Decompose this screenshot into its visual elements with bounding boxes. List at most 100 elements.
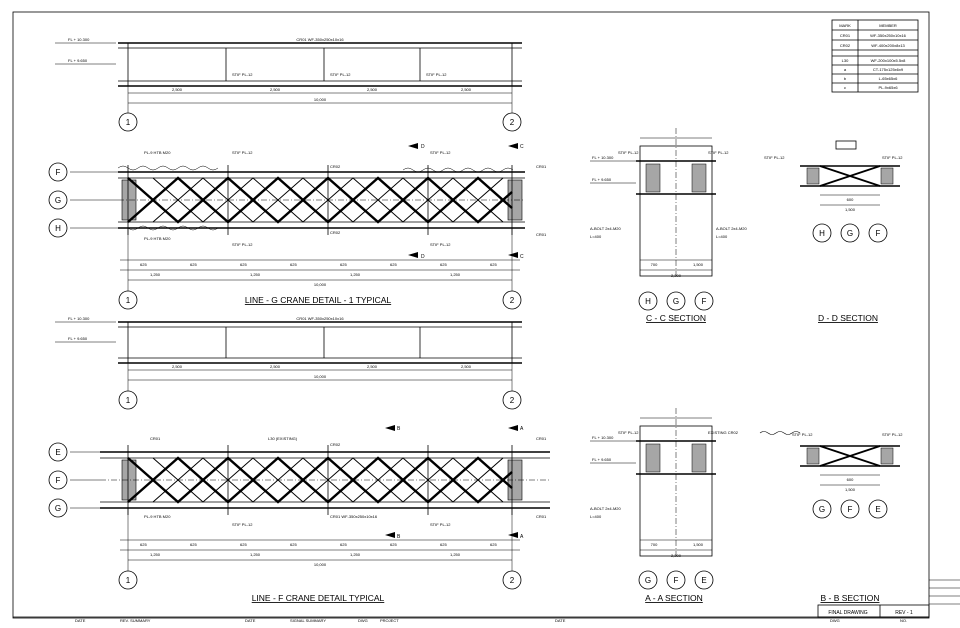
cr01-label: CR01: [150, 436, 161, 441]
fpl-label: PL-9 HTB M20: [144, 514, 171, 519]
dim-sub: 625: [290, 262, 297, 267]
dim-sub: 1,250: [250, 552, 261, 557]
table-mark: b: [844, 76, 847, 81]
table-member: WF-350x250x10x16: [870, 33, 907, 38]
dim-sub: 625: [240, 542, 247, 547]
grid-bubble: F: [56, 168, 61, 177]
beam-label: CR01 WF-350x250x10x16: [296, 37, 344, 42]
plan-g: PL-9 HTB M20 STIF PL-12 CR02 STIF PL-12 …: [48, 143, 547, 310]
tb-col: NO.: [900, 618, 907, 623]
table-header-mark: MARK: [839, 23, 851, 28]
bolt-label: A-BOLT 2x4-M20: [590, 226, 622, 231]
tb-col: PROJECT: [380, 618, 399, 623]
stif-label: STIF PL-12: [232, 150, 253, 155]
fl-low: FL + 9.650: [68, 336, 88, 341]
fl-low: FL + 9.650: [592, 177, 612, 182]
dim-sub: 625: [140, 262, 147, 267]
bolt-len: L=400: [590, 234, 602, 239]
grid-bubble: 1: [126, 118, 131, 127]
dim-width: 700: [651, 262, 658, 267]
fpl-label: PL-9 HTB M20: [144, 236, 171, 241]
tb-col: REV. SUMMARY: [120, 618, 151, 623]
fl-top: FL + 10.300: [592, 155, 614, 160]
table-mark: CR02: [840, 43, 851, 48]
section-marker-d: D: [421, 254, 425, 260]
section-marker-b: B: [397, 426, 401, 432]
table-member: PL-9x65x6: [878, 85, 898, 90]
grid-bubble: H: [55, 224, 61, 233]
grid-bubble: G: [847, 229, 853, 238]
fl-top: FL + 10.300: [68, 316, 90, 321]
stif-label: STIF PL-12: [430, 242, 451, 247]
tb-col: SIGNAL SUMMARY: [290, 618, 326, 623]
stif-label: STIF PL-12: [764, 155, 785, 160]
grid-bubble: G: [819, 505, 825, 514]
fl-low: FL + 9.650: [592, 457, 612, 462]
stif-label: STIF PL-12: [232, 72, 253, 77]
dim-sub: 625: [490, 262, 497, 267]
fl-top: FL + 10.300: [592, 435, 614, 440]
grid-bubble: 2: [510, 576, 515, 585]
bolt-len: L=400: [590, 514, 602, 519]
grid-bubble: G: [55, 504, 61, 513]
stif-label: STIF PL-12: [882, 432, 903, 437]
grid-bubble: 2: [510, 118, 515, 127]
dim-width: 600: [847, 477, 854, 482]
grid-bubble: G: [673, 297, 679, 306]
stif-label: STIF PL-12: [430, 522, 451, 527]
dim-seg: 2,500: [461, 87, 472, 92]
grid-bubble: H: [819, 229, 825, 238]
table-mark: CR01: [840, 33, 851, 38]
table-member: L-65x65x6: [879, 76, 898, 81]
grid-bubble: 1: [126, 396, 131, 405]
section-dd: STIF PL-12 STIF PL-12 600 1,500 H G F D …: [764, 140, 903, 323]
grid-bubble: 2: [510, 396, 515, 405]
stif-label: STIF PL-12: [618, 150, 639, 155]
fpl-label: PL-9 HTB M20: [144, 150, 171, 155]
dim-total: 2,200: [671, 273, 682, 278]
dim-sub: 625: [290, 542, 297, 547]
cr01-label: CR01: [536, 232, 547, 237]
dim-sub: 625: [490, 542, 497, 547]
dim-width: 1,500: [693, 262, 704, 267]
table-member: WF-400x200x8x13: [871, 43, 905, 48]
title-block: FINAL DRAWING REV - 1 DATE REV. SUMMARY …: [13, 579, 960, 623]
dim-sub: 625: [390, 262, 397, 267]
bolt-label: A-BOLT 2x4-M20: [590, 506, 622, 511]
dim-sub: 1,250: [350, 552, 361, 557]
cr01-label: CR01: [536, 436, 547, 441]
tb-col: DWG: [830, 618, 840, 623]
beam-label: CR01 WF-350x250x10x16: [296, 316, 344, 321]
stif-label: STIF PL-12: [330, 72, 351, 77]
grid-bubble: F: [56, 476, 61, 485]
tb-col: DATE: [75, 618, 86, 623]
dim-sub: 625: [340, 262, 347, 267]
sheet-border: [12, 11, 930, 619]
status-text: FINAL DRAWING: [828, 610, 867, 616]
section-marker-c: C: [520, 254, 524, 260]
cr02-label: CR02: [330, 442, 341, 447]
section-cc: FL + 10.300 FL + 9.650 STIF PL-12 STIF P…: [590, 128, 748, 323]
dim-sub: 625: [190, 262, 197, 267]
dim-sub: 625: [440, 262, 447, 267]
dim-seg: 2,500: [461, 364, 472, 369]
stif-label: STIF PL-12: [618, 430, 639, 435]
cr02-label: CR02: [330, 164, 341, 169]
stif-label: STIF PL-12: [792, 432, 813, 437]
grid-bubble: E: [55, 448, 60, 457]
dim-sub: 625: [440, 542, 447, 547]
view-title-cc: C - C SECTION: [646, 313, 706, 323]
stif-label: STIF PL-12: [882, 155, 903, 160]
beam-label: CR01 WF-350x250x10x16: [330, 514, 378, 519]
dim-seg: 2,500: [172, 364, 183, 369]
dim-total: 2,200: [671, 553, 682, 558]
section-marker-d: D: [421, 144, 425, 150]
dim-total: 10,000: [314, 282, 327, 287]
grid-bubble: F: [876, 229, 881, 238]
dim-seg: 2,500: [172, 87, 183, 92]
view-title-g: LINE - G CRANE DETAIL - 1 TYPICAL: [245, 295, 392, 305]
tb-col: DATE: [555, 618, 566, 623]
stif-label: STIF PL-12: [708, 150, 729, 155]
